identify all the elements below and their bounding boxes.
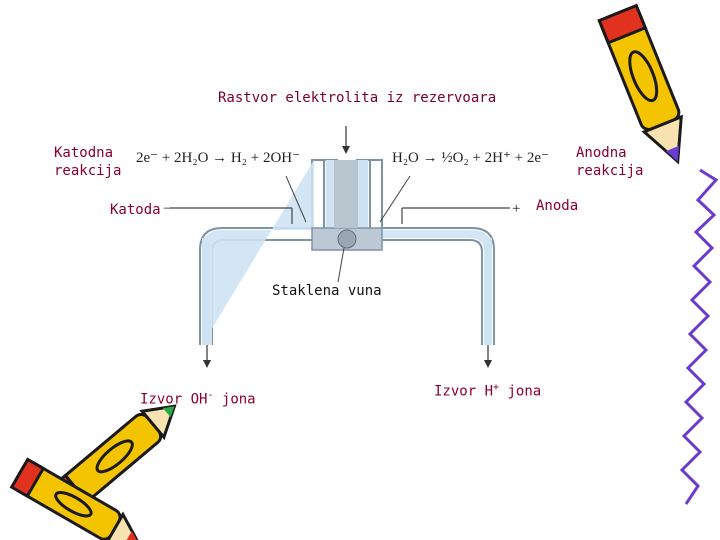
anode-equation: H₂O → ½O₂ + 2H⁺ + 2e⁻ [392,150,549,166]
anode-label: Anoda [536,198,579,214]
oh-suffix: jona [213,391,256,408]
anode-reaction-label-line2: reakcija [576,163,644,179]
h-source-text: Izvor H [434,383,494,400]
pencil-icon-right-edge [679,168,719,505]
cathode-equation: 2e⁻ + 2H₂O → H₂ + 2OH⁻ [136,150,300,166]
oh-superscript: - [207,390,214,401]
cathode-reaction-label-line2: reakcija [54,163,122,179]
anode-reaction-label: Anodna reakcija [576,144,643,180]
anode-reaction-label-line1: Anodna [576,145,627,161]
cathode-sign: − [163,201,171,217]
anode-sign: + [512,201,520,217]
figure-background [132,88,532,418]
h-superscript: + [493,382,500,393]
cathode-reaction-label-line1: Katodna [54,145,114,161]
oh-source-text: Izvor OH [140,391,208,408]
h-suffix: jona [499,383,542,400]
cathode-reaction-label: Katodna reakcija [54,144,121,180]
cathode-label: Katoda [110,202,161,218]
pencil-icon-bottom-left [9,404,177,540]
h-source-label: Izvor H+ jona [434,382,541,400]
glass-wool-plug [337,229,357,249]
page-title: Rastvor elektrolita iz rezervoara [218,90,497,106]
u-tube [199,159,495,345]
oh-source-label: Izvor OH- jona [140,390,256,408]
glass-wool-label: Staklena vuna [272,283,382,299]
pencil-icon-top-right [597,3,683,165]
